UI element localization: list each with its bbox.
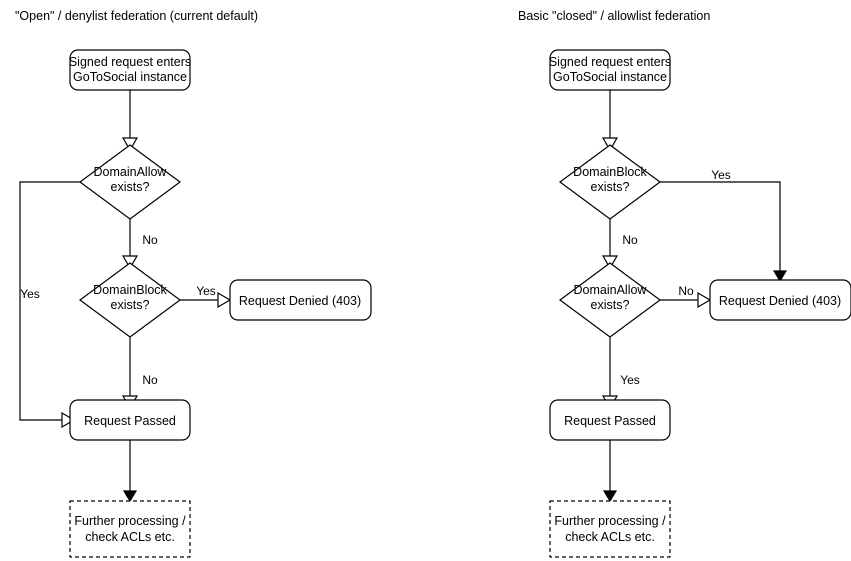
left-edge-domainallow-yes-line bbox=[19, 181, 80, 421]
right-node-request-denied-shape[interactable] bbox=[709, 279, 851, 321]
right-edge-domainallow-no: No bbox=[660, 284, 712, 309]
right-edge-domainblock-yes: Yes bbox=[660, 168, 788, 283]
left-decision-domainallow[interactable]: DomainAllow exists? bbox=[78, 144, 182, 220]
right-edge-domainblock-yes-label: Yes bbox=[711, 168, 731, 182]
left-node-further-processing-label-line2: check ACLs etc. bbox=[85, 530, 175, 544]
right-decision-domainallow[interactable]: DomainAllow exists? bbox=[558, 262, 662, 338]
left-edge-passed-to-further bbox=[122, 440, 138, 503]
right-edge-domainallow-no-arrowhead bbox=[697, 291, 712, 309]
left-edge-domainblock-yes: Yes bbox=[180, 284, 232, 309]
right-edge-entry-to-domainblock bbox=[601, 90, 619, 152]
right-edge-domainallow-yes: Yes bbox=[601, 337, 640, 410]
left-edge-domainallow-yes: Yes bbox=[19, 181, 80, 429]
right-node-request-denied-label: Request Denied (403) bbox=[719, 294, 841, 308]
diagram-closed-allowlist: Basic "closed" / allowlist federation Si… bbox=[518, 9, 851, 558]
diagram-open-denylist: "Open" / denylist federation (current de… bbox=[15, 9, 372, 558]
left-edge-domainallow-no-label: No bbox=[142, 233, 158, 247]
right-node-request-denied[interactable]: Request Denied (403) bbox=[709, 279, 851, 321]
right-edge-passed-to-further bbox=[602, 440, 618, 503]
right-node-request-passed-label: Request Passed bbox=[564, 414, 656, 428]
right-edge-domainallow-yes-label: Yes bbox=[620, 373, 640, 387]
left-edge-entry-to-domainallow bbox=[121, 90, 139, 152]
right-edge-domainblock-yes-arrowhead bbox=[772, 270, 788, 283]
left-edge-domainblock-yes-label: Yes bbox=[196, 284, 216, 298]
right-edge-domainblock-no-arrowhead bbox=[601, 255, 619, 270]
left-decision-domainallow-label-line2: exists? bbox=[111, 180, 150, 194]
right-edge-entry-arrowhead bbox=[601, 137, 619, 152]
right-node-further-processing-label-line1: Further processing / bbox=[554, 514, 666, 528]
right-decision-domainallow-label-line2: exists? bbox=[591, 298, 630, 312]
right-decision-domainblock-label-line1: DomainBlock bbox=[573, 165, 647, 179]
left-node-request-denied-label: Request Denied (403) bbox=[239, 294, 361, 308]
left-entry-node-label-line1: Signed request enters bbox=[69, 55, 191, 69]
left-node-further-processing-label-line1: Further processing / bbox=[74, 514, 186, 528]
left-edge-domainblock-yes-arrowhead bbox=[217, 291, 232, 309]
right-entry-node[interactable]: Signed request enters GoToSocial instanc… bbox=[549, 49, 671, 91]
left-decision-domainblock-label-line2: exists? bbox=[111, 298, 150, 312]
right-edge-passed-to-further-arrowhead bbox=[602, 490, 618, 503]
right-node-request-passed[interactable]: Request Passed bbox=[549, 399, 671, 441]
right-diagram-title: Basic "closed" / allowlist federation bbox=[518, 9, 710, 23]
left-edge-entry-arrowhead bbox=[121, 137, 139, 152]
left-diagram-title: "Open" / denylist federation (current de… bbox=[15, 9, 258, 23]
right-edge-domainallow-no-label: No bbox=[678, 284, 694, 298]
left-edge-domainallow-yes-label: Yes bbox=[20, 287, 40, 301]
left-edge-domainallow-no-arrowhead bbox=[121, 255, 139, 270]
left-decision-domainblock[interactable]: DomainBlock exists? bbox=[78, 262, 182, 338]
right-decision-domainblock[interactable]: DomainBlock exists? bbox=[558, 144, 662, 220]
right-edge-domainblock-no-label: No bbox=[622, 233, 638, 247]
left-node-further-processing-shape[interactable] bbox=[69, 500, 191, 558]
left-entry-node[interactable]: Signed request enters GoToSocial instanc… bbox=[69, 49, 191, 91]
right-node-further-processing-label-line2: check ACLs etc. bbox=[565, 530, 655, 544]
left-entry-node-label-line2: GoToSocial instance bbox=[73, 70, 187, 84]
left-edge-passed-to-further-arrowhead bbox=[122, 490, 138, 503]
left-node-request-denied[interactable]: Request Denied (403) bbox=[229, 279, 372, 321]
left-edge-domainblock-no: No bbox=[121, 337, 158, 410]
right-edge-domainblock-yes-line bbox=[660, 181, 781, 273]
left-node-request-denied-shape[interactable] bbox=[229, 279, 372, 321]
left-edge-domainallow-yes-arrowhead bbox=[61, 411, 76, 429]
left-decision-domainblock-label-line1: DomainBlock bbox=[93, 283, 167, 297]
left-edge-domainblock-no-label: No bbox=[142, 373, 158, 387]
left-node-request-passed-label: Request Passed bbox=[84, 414, 176, 428]
right-entry-node-label-line1: Signed request enters bbox=[549, 55, 671, 69]
left-decision-domainallow-label-line1: DomainAllow bbox=[94, 165, 168, 179]
left-node-request-passed[interactable]: Request Passed bbox=[69, 399, 191, 441]
left-node-further-processing[interactable]: Further processing / check ACLs etc. bbox=[69, 500, 191, 558]
left-edge-domainallow-no: No bbox=[121, 219, 158, 270]
right-entry-node-label-line2: GoToSocial instance bbox=[553, 70, 667, 84]
right-decision-domainblock-label-line2: exists? bbox=[591, 180, 630, 194]
right-edge-domainblock-no: No bbox=[601, 219, 638, 270]
right-node-further-processing-shape[interactable] bbox=[549, 500, 671, 558]
right-decision-domainallow-label-line1: DomainAllow bbox=[574, 283, 648, 297]
right-node-further-processing[interactable]: Further processing / check ACLs etc. bbox=[549, 500, 671, 558]
